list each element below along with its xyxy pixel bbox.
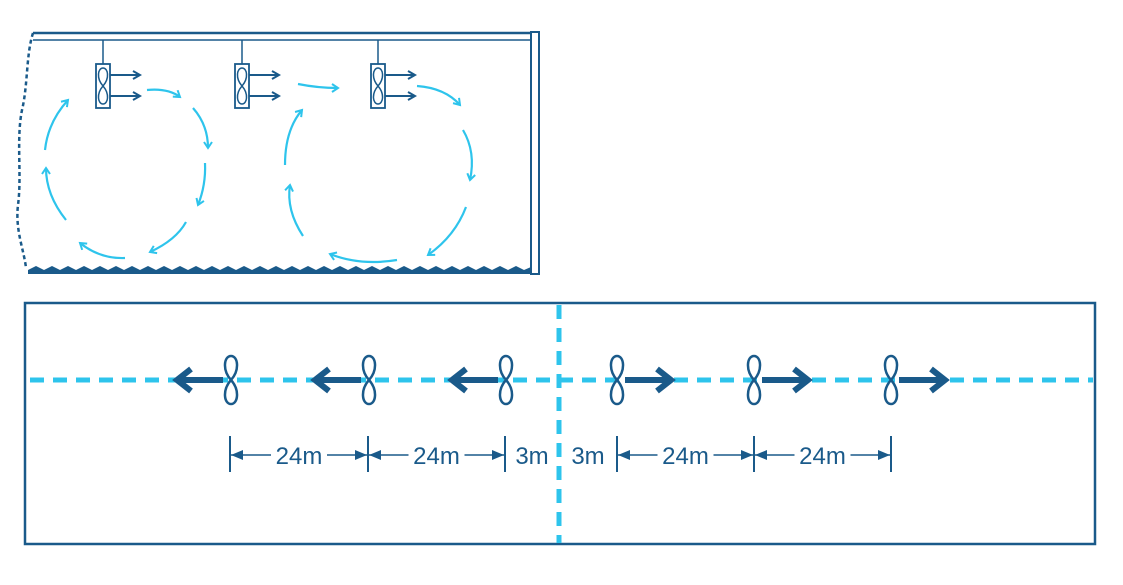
fan-icon xyxy=(234,40,279,109)
jet-fan-right xyxy=(883,354,950,406)
dimension-1: 24m xyxy=(231,443,367,470)
airflow-arrow xyxy=(462,129,476,182)
left-break-edge xyxy=(16,32,35,269)
airflow-arrow xyxy=(426,206,468,257)
dimension-label: 24m xyxy=(413,443,460,470)
airflow-loops xyxy=(41,82,476,264)
flow-direction-arrow xyxy=(447,366,498,394)
dimension-5: 24m xyxy=(618,443,753,470)
dimension-label: 3m xyxy=(571,443,604,470)
dimension-6: 24m xyxy=(755,443,890,470)
dimension-label: 3m xyxy=(515,443,548,470)
dimension-3: 3m xyxy=(515,443,548,470)
fan-icon xyxy=(370,40,415,109)
airflow-arrow xyxy=(284,183,304,237)
airflow-arrow xyxy=(78,241,126,260)
jet-fan-right xyxy=(609,354,676,406)
airflow-arrow xyxy=(283,108,304,166)
dimension-4: 3m xyxy=(571,443,604,470)
jet-fan-left xyxy=(310,354,377,406)
dimension-2: 24m xyxy=(369,443,504,470)
airflow-arrow xyxy=(297,82,340,93)
airflow-arrow xyxy=(416,84,462,107)
ground-surface xyxy=(28,266,531,274)
flow-direction-arrow xyxy=(625,366,676,394)
right-wall xyxy=(530,31,540,275)
airflow-arrow xyxy=(195,162,207,207)
dimension-label: 24m xyxy=(276,443,323,470)
plan-outline xyxy=(23,301,1097,546)
flow-direction-arrow xyxy=(899,366,950,394)
dimension-label: 24m xyxy=(662,443,709,470)
flow-direction-arrow xyxy=(310,366,361,394)
airflow-arrow xyxy=(146,88,182,99)
fan-icon xyxy=(95,40,140,109)
tunnel-plan: 24m 24m 3m 3m 24m 24m xyxy=(23,301,1097,546)
airflow-arrow xyxy=(328,251,398,264)
flow-direction-arrow xyxy=(762,366,813,394)
dimension-label: 24m xyxy=(799,443,846,470)
tunnel-elevation xyxy=(16,31,540,275)
airflow-arrow xyxy=(43,98,70,151)
airflow-arrow xyxy=(148,221,187,255)
jet-fan-left xyxy=(447,354,514,406)
airflow-arrow xyxy=(192,107,213,150)
jet-fan-left xyxy=(172,354,239,406)
flow-direction-arrow xyxy=(172,366,223,394)
jet-fan-right xyxy=(746,354,813,406)
airflow-arrow xyxy=(41,166,67,221)
